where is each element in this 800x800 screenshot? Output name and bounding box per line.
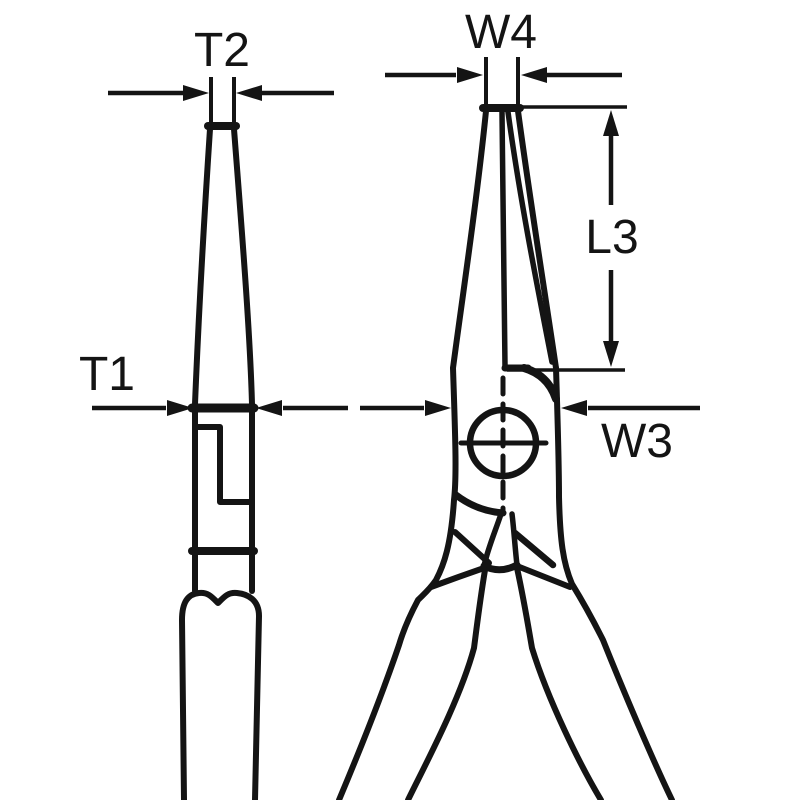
right-handle-cap-line xyxy=(514,563,573,590)
side-jaw-left-edge xyxy=(192,126,213,407)
t2-arrowhead-left xyxy=(183,85,209,101)
front-jaw-cutter-curve xyxy=(520,364,560,403)
front-plate-left-edge-and-left-handle-outer xyxy=(336,365,459,800)
side-jaw-right-edge xyxy=(231,126,255,407)
label-w3: W3 xyxy=(601,415,673,468)
front-jaw-inner-right-line xyxy=(505,109,555,365)
front-jaw-outer-right-edge xyxy=(515,108,559,371)
label-l3: L3 xyxy=(585,211,638,264)
t1-arrowhead-left xyxy=(167,400,193,416)
right-shank-diagonal xyxy=(511,529,557,569)
dimension-t1: T1 xyxy=(79,348,348,416)
dimension-w3: W3 xyxy=(360,400,700,468)
crossing-bottom-chunk xyxy=(480,561,521,574)
label-t2: T2 xyxy=(194,24,250,77)
w4-arrowhead-left xyxy=(457,67,483,83)
t2-arrowhead-right xyxy=(236,85,262,101)
label-t1: T1 xyxy=(79,348,135,401)
front-plate-right-edge-and-right-handle-outer xyxy=(553,365,675,800)
left-shank-diagonal xyxy=(452,529,492,566)
side-joint-step-line xyxy=(194,424,253,505)
w3-arrowhead-right xyxy=(561,400,587,416)
dimension-w4: W4 xyxy=(385,6,622,104)
l3-arrowhead-down xyxy=(603,341,619,367)
left-handle-cap-line xyxy=(428,565,487,590)
left-half-bottom-curve xyxy=(452,491,507,517)
front-jaw-outer-left-edge xyxy=(450,108,489,371)
side-view xyxy=(179,122,262,800)
side-handle-outline xyxy=(179,589,262,800)
w3-arrowhead-left xyxy=(425,400,451,416)
dimension-l3: L3 xyxy=(507,105,639,372)
center-gap-right-edge xyxy=(509,511,520,568)
left-handle-inner-edge xyxy=(405,567,488,800)
l3-arrowhead-up xyxy=(603,110,619,136)
w4-arrowhead-right xyxy=(521,67,547,83)
dimension-t2: T2 xyxy=(108,24,334,124)
label-w4: W4 xyxy=(465,6,537,59)
front-jaw-center-line xyxy=(499,109,508,369)
t1-arrowhead-right xyxy=(256,400,282,416)
right-handle-inner-edge xyxy=(514,565,604,800)
